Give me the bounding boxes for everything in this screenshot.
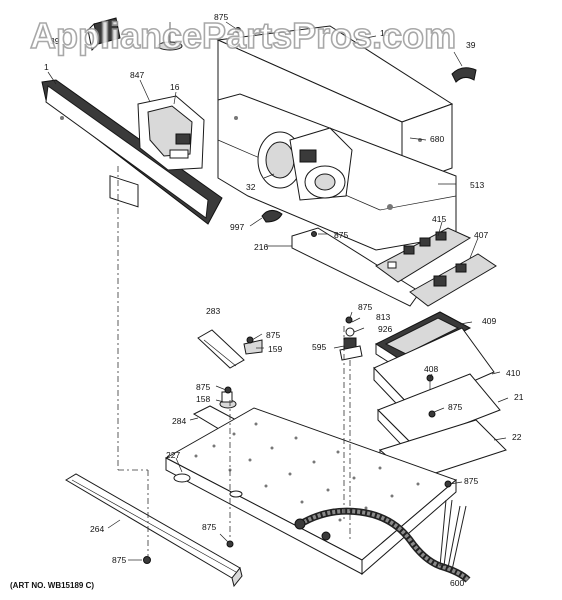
callout-408: 408 xyxy=(424,364,438,374)
part-screw-pin[interactable] xyxy=(157,22,183,51)
callout-283: 283 xyxy=(206,306,220,316)
callout-875g: 875 xyxy=(464,476,478,486)
callout-158: 158 xyxy=(196,394,210,404)
part-407-board[interactable] xyxy=(409,253,497,307)
part-1-control-panel[interactable] xyxy=(41,79,223,225)
part-415-relay-board[interactable] xyxy=(375,227,472,283)
art-number: (ART NO. WB15189 C) xyxy=(10,581,94,590)
part-847-16-control-board[interactable] xyxy=(137,95,205,171)
callout-227: 227 xyxy=(166,450,180,460)
callout-18: 18 xyxy=(380,28,390,38)
callout-875i: 875 xyxy=(112,555,126,565)
callout-39a: 39 xyxy=(50,36,60,46)
callout-22: 22 xyxy=(512,432,522,442)
part-813-fastener[interactable] xyxy=(345,316,353,324)
callout-813: 813 xyxy=(376,312,390,322)
callout-415: 415 xyxy=(432,214,446,224)
base-tray-holes xyxy=(194,422,420,522)
part-39-connector-block[interactable] xyxy=(87,17,121,52)
part-264-trim-strip[interactable] xyxy=(65,473,243,588)
callout-875e: 875 xyxy=(196,382,210,392)
callout-159: 159 xyxy=(268,344,282,354)
callout-21: 21 xyxy=(514,392,524,402)
part-32-blower-fan[interactable] xyxy=(257,127,353,201)
callout-875c: 875 xyxy=(266,330,280,340)
callout-32: 32 xyxy=(246,182,256,192)
callout-875d: 875 xyxy=(358,302,372,312)
part-600-wire-harness[interactable] xyxy=(294,499,471,583)
callout-926: 926 xyxy=(378,324,392,334)
part-595-switch[interactable] xyxy=(339,337,363,361)
watermark: AppliancePartsPros.com xyxy=(30,15,456,56)
callout-labels: 1 847 16 875 18 39 39 680 513 32 997 875… xyxy=(44,12,524,588)
callout-407: 407 xyxy=(474,230,488,240)
callout-875h: 875 xyxy=(202,522,216,532)
callout-875f: 875 xyxy=(448,402,462,412)
callout-595: 595 xyxy=(312,342,326,352)
callout-284: 284 xyxy=(172,416,186,426)
callout-264: 264 xyxy=(90,524,104,534)
callout-409: 409 xyxy=(482,316,496,326)
screws-875[interactable] xyxy=(143,27,452,564)
leader-lines xyxy=(47,21,509,581)
part-283-bracket[interactable] xyxy=(197,329,245,369)
part-997-clip[interactable] xyxy=(261,210,283,223)
part-926-washer[interactable] xyxy=(345,327,355,337)
callout-680: 680 xyxy=(430,134,444,144)
callout-513: 513 xyxy=(470,180,484,190)
callout-875b: 875 xyxy=(334,230,348,240)
assembly-lines xyxy=(117,166,351,556)
callout-997: 997 xyxy=(230,222,244,232)
part-159-bracket[interactable] xyxy=(243,339,263,355)
callout-16: 16 xyxy=(170,82,180,92)
callout-1: 1 xyxy=(44,62,49,72)
callout-39b: 39 xyxy=(466,40,476,50)
callout-600: 600 xyxy=(450,578,464,588)
callout-875a: 875 xyxy=(214,12,228,22)
callout-410: 410 xyxy=(506,368,520,378)
part-39-clip-right[interactable] xyxy=(451,67,477,83)
callout-847: 847 xyxy=(130,70,144,80)
callout-216: 216 xyxy=(254,242,268,252)
